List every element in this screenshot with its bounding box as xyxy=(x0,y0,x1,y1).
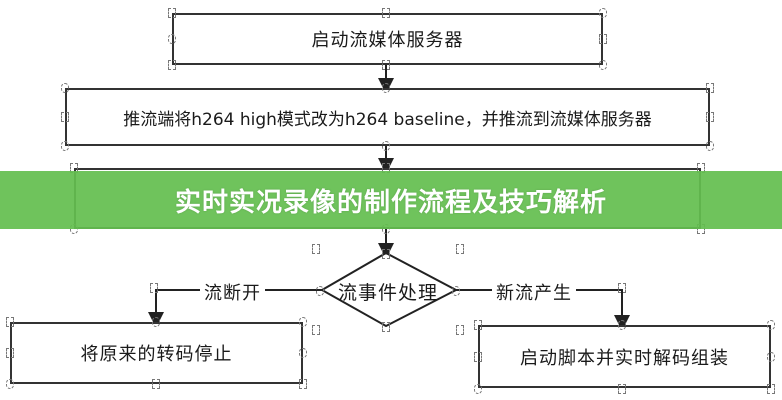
node-stop-transcode[interactable]: 将原来的转码停止 xyxy=(10,322,303,384)
node-start-server-text: 启动流媒体服务器 xyxy=(311,30,464,51)
selection-handle-icon[interactable] xyxy=(456,325,464,335)
selection-handle-icon[interactable] xyxy=(382,83,390,93)
edge-label-new-stream: 新流产生 xyxy=(492,279,576,305)
selection-handle-icon[interactable] xyxy=(456,244,464,254)
selection-handle-icon[interactable] xyxy=(299,348,307,358)
selection-handle-icon[interactable] xyxy=(382,8,390,18)
title-banner: 实时实况录像的制作流程及技巧解析 xyxy=(0,171,782,229)
selection-handle-icon[interactable] xyxy=(6,379,14,389)
selection-handle-icon[interactable] xyxy=(452,286,460,296)
selection-handle-icon[interactable] xyxy=(767,352,775,362)
selection-handle-icon[interactable] xyxy=(382,60,390,70)
selection-handle-icon[interactable] xyxy=(299,317,307,327)
node-change-profile-text: 推流端将h264 high模式改为h264 baseline，并推流到流媒体服务… xyxy=(123,109,652,130)
node-change-profile[interactable]: 推流端将h264 high模式改为h264 baseline，并推流到流媒体服务… xyxy=(65,88,710,146)
selection-handle-icon[interactable] xyxy=(706,141,714,151)
selection-handle-icon[interactable] xyxy=(168,60,176,70)
selection-handle-icon[interactable] xyxy=(767,384,775,394)
node-start-script[interactable]: 启动脚本并实时解码组装 xyxy=(478,325,771,388)
selection-handle-icon[interactable] xyxy=(706,83,714,93)
selection-handle-icon[interactable] xyxy=(152,379,160,389)
selection-handle-icon[interactable] xyxy=(152,317,160,327)
selection-handle-icon[interactable] xyxy=(599,8,607,18)
selection-handle-icon[interactable] xyxy=(299,379,307,389)
node-start-script-text: 启动脚本并实时解码组装 xyxy=(520,347,729,369)
edge-label-stream-disconnect: 流断开 xyxy=(200,279,265,305)
banner-title: 实时实况录像的制作流程及技巧解析 xyxy=(174,187,607,218)
node-start-server[interactable]: 启动流媒体服务器 xyxy=(172,13,603,65)
selection-handle-icon[interactable] xyxy=(382,141,390,151)
selection-handle-icon[interactable] xyxy=(150,283,158,293)
selection-handle-icon[interactable] xyxy=(316,286,324,296)
selection-handle-icon[interactable] xyxy=(312,325,320,335)
selection-handle-icon[interactable] xyxy=(168,34,176,44)
selection-handle-icon[interactable] xyxy=(618,384,626,394)
selection-handle-icon[interactable] xyxy=(382,249,390,259)
selection-handle-icon[interactable] xyxy=(474,320,482,330)
node-stream-event[interactable]: 流事件处理 xyxy=(338,282,439,304)
selection-handle-icon[interactable] xyxy=(6,348,14,358)
selection-handle-icon[interactable] xyxy=(312,244,320,254)
selection-handle-icon[interactable] xyxy=(61,83,69,93)
selection-handle-icon[interactable] xyxy=(61,112,69,122)
selection-handle-icon[interactable] xyxy=(618,283,626,293)
selection-handle-icon[interactable] xyxy=(168,8,176,18)
selection-handle-icon[interactable] xyxy=(599,34,607,44)
selection-handle-icon[interactable] xyxy=(706,112,714,122)
selection-handle-icon[interactable] xyxy=(382,322,390,332)
selection-handle-icon[interactable] xyxy=(6,317,14,327)
node-stop-transcode-text: 将原来的转码停止 xyxy=(80,344,233,365)
selection-handle-icon[interactable] xyxy=(474,384,482,394)
selection-handle-icon[interactable] xyxy=(767,320,775,330)
selection-handle-icon[interactable] xyxy=(474,352,482,362)
selection-handle-icon[interactable] xyxy=(61,141,69,151)
selection-handle-icon[interactable] xyxy=(599,60,607,70)
selection-handle-icon[interactable] xyxy=(618,320,626,330)
